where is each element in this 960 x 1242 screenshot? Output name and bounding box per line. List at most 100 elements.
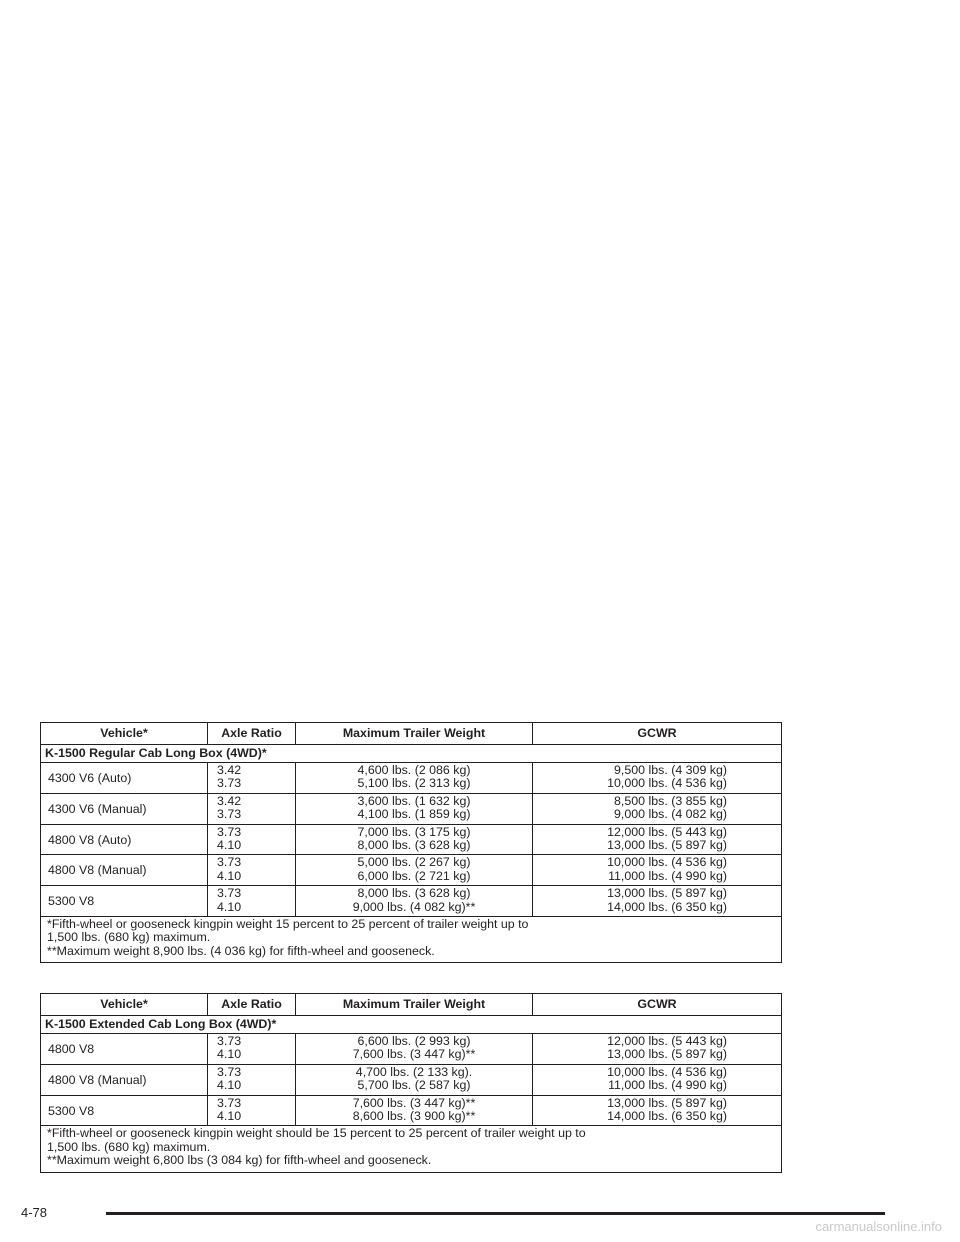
footnote-cell: *Fifth-wheel or gooseneck kingpin weight… bbox=[40, 916, 782, 964]
vehicle-cell: 5300 V8 bbox=[40, 885, 208, 918]
vehicle-cell: 4800 V8 (Auto) bbox=[40, 823, 208, 856]
group-row: K-1500 Regular Cab Long Box (4WD)* bbox=[40, 744, 782, 763]
header-max-trailer-weight: Maximum Trailer Weight bbox=[295, 993, 533, 1016]
footnote-line: **Maximum weight 8,900 lbs. (4 036 kg) f… bbox=[47, 943, 435, 958]
gcwr-value: 10,000 lbs. (4 536 kg) bbox=[607, 855, 727, 870]
max-trailer-weight-value: 9,000 lbs. (4 082 kg)** bbox=[352, 899, 476, 914]
max-trailer-weight-value: 7,600 lbs. (3 447 kg)** bbox=[352, 1047, 476, 1062]
gcwr-cell: 12,000 lbs. (5 443 kg)13,000 lbs. (5 897… bbox=[532, 823, 782, 856]
header-vehicle: Vehicle* bbox=[40, 722, 208, 745]
axle-ratio-value: 3.73 bbox=[217, 807, 242, 822]
vehicle-cell: 4300 V6 (Manual) bbox=[40, 792, 208, 825]
axle-ratio-value: 3.73 bbox=[217, 1064, 242, 1079]
footnote-row: *Fifth-wheel or gooseneck kingpin weight… bbox=[40, 1125, 782, 1173]
axle-ratio-value: 3.73 bbox=[217, 1095, 242, 1110]
gcwr-cell: 12,000 lbs. (5 443 kg)13,000 lbs. (5 897… bbox=[532, 1033, 782, 1065]
page-number: 4-78 bbox=[21, 1205, 48, 1220]
footer-divider bbox=[106, 1212, 885, 1215]
axle-ratio-value: 4.10 bbox=[217, 1047, 242, 1062]
gcwr-cell: 13,000 lbs. (5 897 kg)14,000 lbs. (6 350… bbox=[532, 1094, 782, 1127]
axle-ratio-value: 3.73 bbox=[217, 1034, 242, 1048]
header-axle-ratio: Axle Ratio bbox=[207, 993, 296, 1016]
gcwr-value: 13,000 lbs. (5 897 kg) bbox=[607, 886, 727, 901]
max-trailer-weight-value: 4,100 lbs. (1 859 kg) bbox=[357, 807, 471, 822]
axle-ratio-value: 3.42 bbox=[217, 793, 242, 808]
header-max-trailer-weight: Maximum Trailer Weight bbox=[295, 722, 533, 745]
axle-ratio-value: 4.10 bbox=[217, 838, 242, 853]
footnote-line: *Fifth-wheel or gooseneck kingpin weight… bbox=[47, 917, 529, 932]
max-trailer-weight-value: 8,000 lbs. (3 628 kg) bbox=[357, 886, 471, 901]
max-trailer-weight-value: 6,000 lbs. (2 721 kg) bbox=[357, 868, 471, 883]
header-vehicle: Vehicle* bbox=[40, 993, 208, 1016]
footnote-cell: *Fifth-wheel or gooseneck kingpin weight… bbox=[40, 1125, 782, 1173]
gcwr-value: 8,500 lbs. (3 855 kg) bbox=[614, 793, 727, 808]
group-row: K-1500 Extended Cab Long Box (4WD)* bbox=[40, 1015, 782, 1034]
gcwr-cell: 8,500 lbs. (3 855 kg)9,000 lbs. (4 082 k… bbox=[532, 792, 782, 825]
max-trailer-weight-value: 4,600 lbs. (2 086 kg) bbox=[357, 763, 471, 777]
gcwr-value: 12,000 lbs. (5 443 kg) bbox=[607, 1034, 727, 1048]
group-title: K-1500 Regular Cab Long Box (4WD)* bbox=[40, 744, 782, 763]
footnote-line: *Fifth-wheel or gooseneck kingpin weight… bbox=[47, 1126, 586, 1141]
header-gcwr: GCWR bbox=[532, 722, 782, 745]
max-trailer-weight-value: 7,000 lbs. (3 175 kg) bbox=[357, 824, 471, 839]
max-trailer-weight-cell: 4,700 lbs. (2 133 kg).5,700 lbs. (2 587 … bbox=[295, 1063, 533, 1096]
max-trailer-weight-cell: 5,000 lbs. (2 267 kg)6,000 lbs. (2 721 k… bbox=[295, 854, 533, 887]
watermark: carmanualsonline.info bbox=[815, 1219, 942, 1234]
gcwr-value: 13,000 lbs. (5 897 kg) bbox=[607, 1095, 727, 1110]
max-trailer-weight-cell: 6,600 lbs. (2 993 kg)7,600 lbs. (3 447 k… bbox=[295, 1033, 533, 1065]
footnote-line: **Maximum weight 6,800 lbs (3 084 kg) fo… bbox=[47, 1153, 432, 1168]
axle-ratio-value: 3.73 bbox=[217, 855, 242, 870]
trailer-weight-table-extended-cab: Vehicle* Axle Ratio Maximum Trailer Weig… bbox=[40, 993, 782, 1173]
max-trailer-weight-value: 8,600 lbs. (3 900 kg)** bbox=[352, 1109, 476, 1124]
axle-ratio-value: 3.73 bbox=[217, 776, 242, 791]
vehicle-cell: 4300 V6 (Auto) bbox=[40, 762, 208, 794]
max-trailer-weight-cell: 7,600 lbs. (3 447 kg)**8,600 lbs. (3 900… bbox=[295, 1094, 533, 1127]
axle-ratio-value: 3.73 bbox=[217, 886, 242, 901]
max-trailer-weight-value: 5,000 lbs. (2 267 kg) bbox=[357, 855, 471, 870]
group-title: K-1500 Extended Cab Long Box (4WD)* bbox=[40, 1015, 782, 1034]
gcwr-value: 14,000 lbs. (6 350 kg) bbox=[607, 1109, 727, 1124]
gcwr-cell: 10,000 lbs. (4 536 kg)11,000 lbs. (4 990… bbox=[532, 854, 782, 887]
axle-ratio-value: 4.10 bbox=[217, 1078, 242, 1093]
header-gcwr: GCWR bbox=[532, 993, 782, 1016]
vehicle-cell: 4800 V8 (Manual) bbox=[40, 854, 208, 887]
gcwr-cell: 9,500 lbs. (4 309 kg)10,000 lbs. (4 536 … bbox=[532, 762, 782, 794]
table-header-row: Vehicle* Axle Ratio Maximum Trailer Weig… bbox=[40, 993, 782, 1016]
max-trailer-weight-cell: 8,000 lbs. (3 628 kg)9,000 lbs. (4 082 k… bbox=[295, 885, 533, 918]
gcwr-cell: 13,000 lbs. (5 897 kg)14,000 lbs. (6 350… bbox=[532, 885, 782, 918]
max-trailer-weight-value: 6,600 lbs. (2 993 kg) bbox=[357, 1034, 471, 1048]
gcwr-value: 11,000 lbs. (4 990 kg) bbox=[608, 868, 727, 883]
header-axle-ratio: Axle Ratio bbox=[207, 722, 296, 745]
axle-ratio-value: 4.10 bbox=[217, 1109, 242, 1124]
max-trailer-weight-value: 3,600 lbs. (1 632 kg) bbox=[357, 793, 471, 808]
gcwr-value: 13,000 lbs. (5 897 kg) bbox=[607, 838, 727, 853]
trailer-weight-table-regular-cab: Vehicle* Axle Ratio Maximum Trailer Weig… bbox=[40, 722, 782, 964]
gcwr-cell: 10,000 lbs. (4 536 kg)11,000 lbs. (4 990… bbox=[532, 1063, 782, 1096]
axle-ratio-value: 4.10 bbox=[217, 899, 242, 914]
footnote-line: 1,500 lbs. (680 kg) maximum. bbox=[47, 1139, 211, 1154]
gcwr-value: 13,000 lbs. (5 897 kg) bbox=[607, 1047, 727, 1062]
axle-ratio-value: 3.73 bbox=[217, 824, 242, 839]
gcwr-value: 10,000 lbs. (4 536 kg) bbox=[607, 1064, 727, 1079]
max-trailer-weight-cell: 3,600 lbs. (1 632 kg)4,100 lbs. (1 859 k… bbox=[295, 792, 533, 825]
gcwr-value: 9,500 lbs. (4 309 kg) bbox=[614, 763, 727, 777]
footnote-line: 1,500 lbs. (680 kg) maximum. bbox=[47, 930, 211, 945]
vehicle-cell: 4800 V8 bbox=[40, 1033, 208, 1065]
gcwr-value: 14,000 lbs. (6 350 kg) bbox=[607, 899, 727, 914]
axle-ratio-value: 4.10 bbox=[217, 868, 242, 883]
